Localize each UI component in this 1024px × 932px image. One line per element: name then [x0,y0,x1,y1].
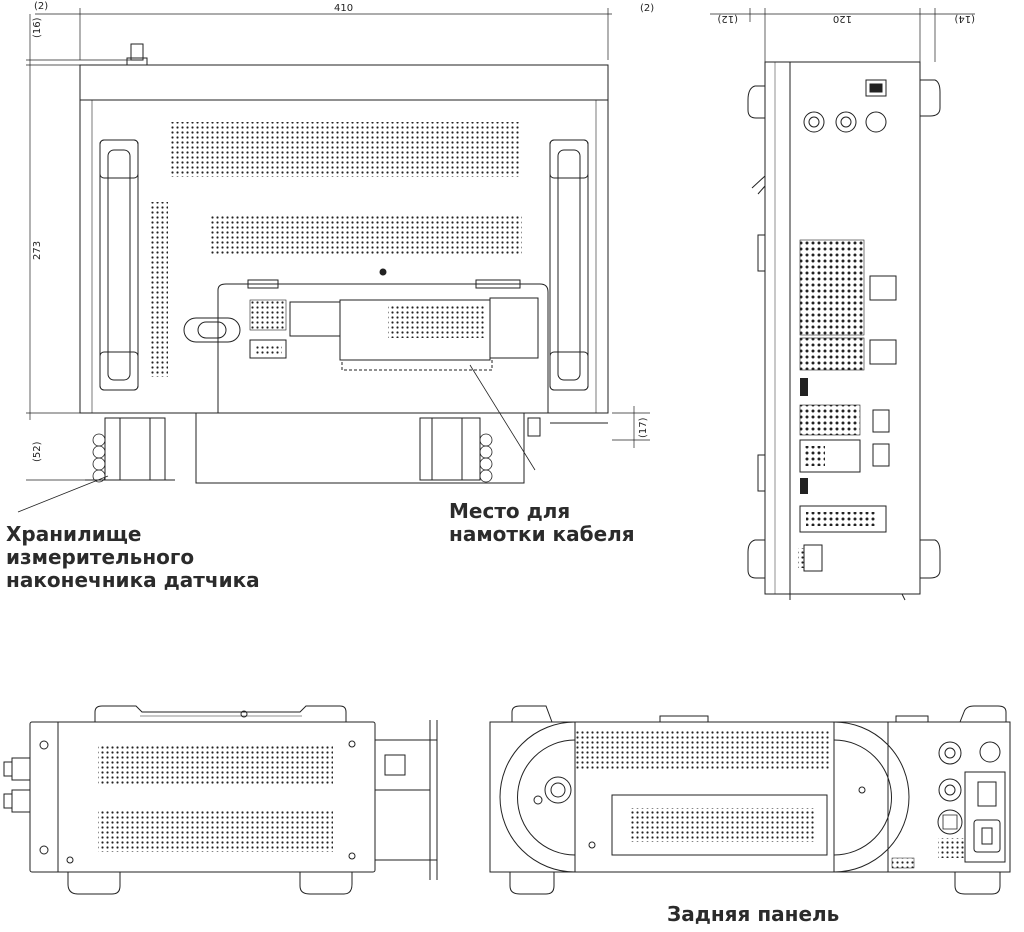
dim-side-right-gap: (14) [954,13,975,24]
dim-top-left-gap: (2) [34,1,48,12]
dimension-labels: (2) 410 (2) (16) 273 (52) (17) (12) 120 … [32,1,975,462]
probe-storage-caption: Хранилище измерительного наконечника дат… [6,523,260,592]
cable-winding-line-1: Место для [449,499,571,523]
dim-top-width: 410 [334,3,353,14]
probe-storage-line-2: измерительного [6,545,195,569]
top-view [17,8,650,513]
front-view [3,705,438,895]
dim-side-left-gap: (12) [717,13,738,24]
cable-winding-line-2: намотки кабеля [449,522,635,546]
probe-storage-line-3: наконечника датчика [6,568,260,592]
dim-height: 273 [32,241,43,260]
dim-side-width: 120 [833,13,852,24]
rear-panel-caption: Задняя панель [667,902,840,926]
side-view [710,8,975,601]
cable-winding-caption: Место для намотки кабеля [449,500,635,546]
probe-storage-line-1: Хранилище [6,522,142,546]
dim-bottom-depth: (52) [32,441,43,462]
dim-top-offset: (16) [32,17,43,38]
dim-top-right-gap: (2) [640,3,654,14]
dim-cable-offset: (17) [638,417,649,438]
rear-view [489,705,1011,895]
